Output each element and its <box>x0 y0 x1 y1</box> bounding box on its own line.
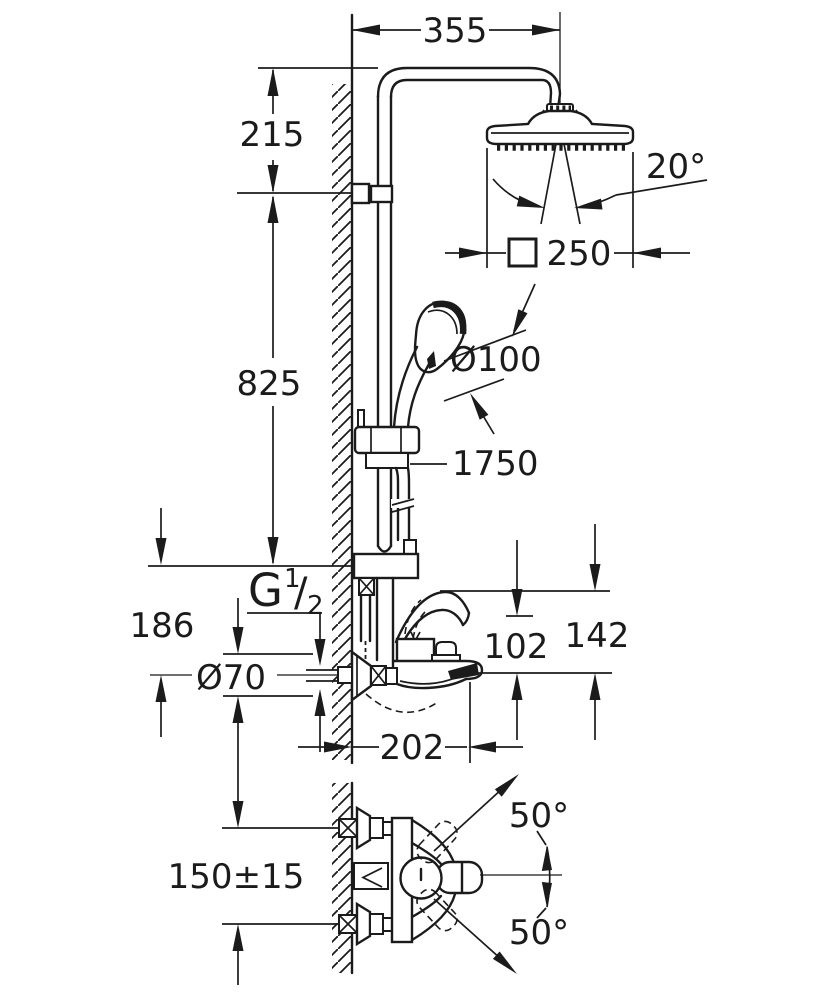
bath-mixer-side-view <box>306 590 484 714</box>
shower-riser-and-arm <box>376 66 562 553</box>
dim-label-202: 202 <box>380 728 445 768</box>
dim-label-20deg: 20° <box>646 147 706 187</box>
hand-shower <box>392 300 467 429</box>
dim-arm-reach: 355 <box>352 11 560 51</box>
dim-spout-drop: 102 <box>484 540 549 740</box>
dim-head-offset: 215 <box>237 67 378 194</box>
wall-top-view <box>332 781 354 975</box>
dim-thread-size: G 1 / 2 <box>247 556 326 752</box>
wall-bracket-top <box>350 182 394 205</box>
wall-side-view <box>332 13 354 765</box>
dim-label-142: 142 <box>565 616 630 656</box>
dim-label-825: 825 <box>237 364 302 404</box>
dim-supply-spacing: 150±15 <box>168 827 339 985</box>
dim-rail-to-spout: 186 <box>130 508 195 737</box>
dim-rail-length: 825 <box>148 195 352 567</box>
thread-label: G 1 / 2 <box>248 556 324 621</box>
dim-label-355: 355 <box>423 11 488 51</box>
dim-label-50deg-upper: 50° <box>509 796 569 836</box>
dim-body-drop: 142 <box>440 524 629 740</box>
dim-escutcheon-diameter: Ø70 <box>150 598 338 828</box>
dim-label-102: 102 <box>484 627 549 667</box>
dim-hose-length: 1750 <box>410 444 539 484</box>
dim-label-50deg-lower: 50° <box>509 913 569 953</box>
dim-label-150: 150±15 <box>168 857 305 897</box>
shower-hose <box>391 466 417 555</box>
rail-slider-holder <box>353 409 421 469</box>
square-symbol-icon <box>507 237 538 268</box>
head-shower <box>485 12 635 151</box>
dim-label-186: 186 <box>130 606 195 646</box>
dim-label-d70: Ø70 <box>196 658 266 698</box>
dim-handshower-diameter: Ø100 <box>443 283 542 435</box>
bath-mixer-top-view <box>338 805 484 947</box>
dim-handle-swing: 50° 50° <box>416 774 569 974</box>
dim-label-1750: 1750 <box>452 444 539 484</box>
dim-label-d100: Ø100 <box>450 340 542 380</box>
dim-head-size: 250 <box>445 148 690 274</box>
dim-label-250: 250 <box>547 234 612 274</box>
dim-head-swivel-angle: 20° <box>492 143 708 225</box>
dim-spout-reach: 202 <box>298 682 523 768</box>
rail-bottom-bracket <box>352 552 420 662</box>
dim-label-215: 215 <box>240 115 305 155</box>
